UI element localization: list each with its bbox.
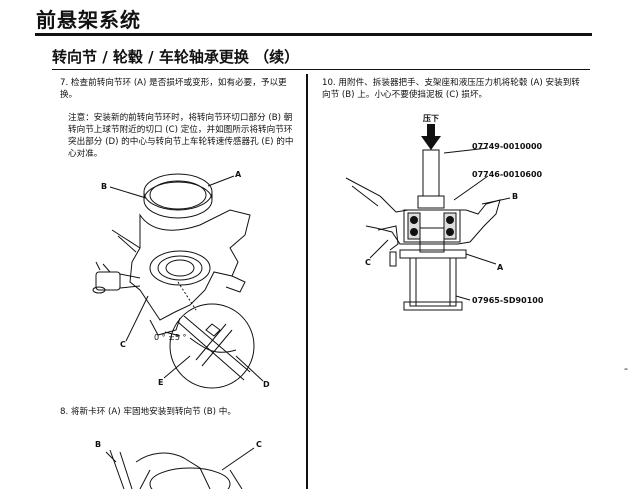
edge-mark: - bbox=[624, 362, 628, 375]
step-7-note: 注意：安装新的前转向节环时，将转向节环切口部分 (B) 朝转向节上球节附近的切口… bbox=[68, 113, 294, 159]
fig1-label-c: C bbox=[120, 340, 126, 349]
step-10-text: 10. 用附件、拆装器把手、支架座和液压压力机将轮毂 (A) 安装到转向节 (B… bbox=[322, 78, 580, 100]
fig1-label-b: B bbox=[101, 182, 108, 191]
header-rule bbox=[35, 33, 592, 36]
fig1-label-a: A bbox=[235, 170, 242, 179]
fig3-label-c: C bbox=[365, 258, 371, 267]
part-number-2: 07746-0010600 bbox=[472, 170, 543, 179]
fig3-label-a: A bbox=[497, 263, 504, 272]
section-title: 转向节 / 轮毂 / 车轮轴承更换 （续） bbox=[52, 48, 300, 66]
page-title: 前悬架系统 bbox=[36, 8, 141, 32]
fig1-label-d: D bbox=[263, 380, 270, 389]
fig2-label-c: C bbox=[256, 440, 262, 449]
press-down-label: 压下 bbox=[423, 114, 439, 123]
fig1-angle: 0 ° ±5 ° bbox=[154, 333, 187, 342]
section-rule bbox=[52, 69, 590, 70]
step-7-text: 7. 检查前转向节环 (A) 是否损坏或变形，如有必要，予以更换。 bbox=[60, 78, 287, 100]
step-8-text: 8. 将新卡环 (A) 牢固地安装到转向节 (B) 中。 bbox=[60, 407, 236, 417]
fig1-label-e: E bbox=[158, 378, 164, 387]
fig3-label-b: B bbox=[512, 192, 519, 201]
column-divider bbox=[306, 74, 308, 489]
fig2-label-b: B bbox=[95, 440, 102, 449]
part-number-3: 07965-SD90100 bbox=[472, 296, 544, 305]
part-number-1: 07749-0010000 bbox=[472, 142, 543, 151]
